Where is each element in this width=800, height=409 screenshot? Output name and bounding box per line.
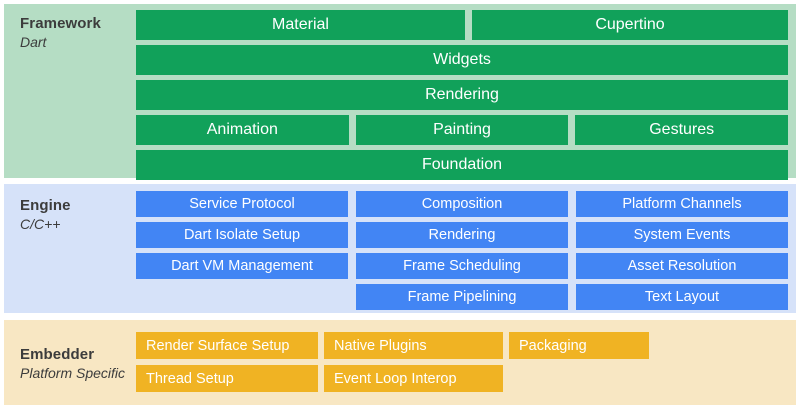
framework-row: Rendering [136,80,788,110]
engine-subtitle: C/C++ [20,216,61,232]
embedder-box-packaging[interactable]: Packaging [509,332,649,359]
engine-row: Dart Isolate Setup Rendering System Even… [136,222,788,248]
layer-engine: Engine C/C++ Service Protocol Compositio… [4,184,796,313]
engine-rows: Service Protocol Composition Platform Ch… [136,191,788,315]
framework-box-widgets[interactable]: Widgets [136,45,788,75]
embedder-row: Render Surface Setup Native Plugins Pack… [136,332,788,359]
engine-box-text-layout[interactable]: Text Layout [576,284,788,310]
framework-box-foundation[interactable]: Foundation [136,150,788,180]
engine-empty-cell [136,284,348,310]
framework-row: Material Cupertino [136,10,788,40]
box-gap [568,191,576,217]
embedder-box-event-loop-interop[interactable]: Event Loop Interop [324,365,503,392]
embedder-row: Thread Setup Event Loop Interop [136,365,788,392]
box-gap [348,284,356,310]
engine-row: Frame Pipelining Text Layout [136,284,788,310]
framework-box-material[interactable]: Material [136,10,465,40]
layer-framework: Framework Dart Material Cupertino Widget… [4,4,796,180]
engine-title: Engine [20,197,71,214]
framework-row: Foundation [136,150,788,180]
embedder-box-native-plugins[interactable]: Native Plugins [324,332,503,359]
box-gap [568,222,576,248]
framework-subtitle: Dart [20,34,47,50]
engine-box-rendering[interactable]: Rendering [356,222,568,248]
embedder-box-thread-setup[interactable]: Thread Setup [136,365,318,392]
engine-box-service-protocol[interactable]: Service Protocol [136,191,348,217]
box-gap [568,115,575,145]
embedder-subtitle: Platform Specific [20,365,126,381]
embedder-caption: Embedder Platform Specific [20,345,138,383]
framework-box-gestures[interactable]: Gestures [575,115,789,145]
embedder-box-render-surface-setup[interactable]: Render Surface Setup [136,332,318,359]
framework-box-painting[interactable]: Painting [355,115,569,145]
box-gap [348,253,356,279]
engine-box-system-events[interactable]: System Events [576,222,788,248]
framework-title: Framework [20,15,101,32]
box-gap [349,115,356,145]
engine-box-frame-scheduling[interactable]: Frame Scheduling [356,253,568,279]
engine-caption: Engine C/C++ [20,196,138,234]
box-gap [348,222,356,248]
embedder-rows: Render Surface Setup Native Plugins Pack… [136,332,788,398]
framework-rows: Material Cupertino Widgets Rendering Ani… [136,10,789,185]
engine-box-asset-resolution[interactable]: Asset Resolution [576,253,788,279]
engine-row: Dart VM Management Frame Scheduling Asse… [136,253,788,279]
engine-box-dart-isolate-setup[interactable]: Dart Isolate Setup [136,222,348,248]
framework-box-animation[interactable]: Animation [136,115,349,145]
engine-row: Service Protocol Composition Platform Ch… [136,191,788,217]
engine-box-dart-vm-management[interactable]: Dart VM Management [136,253,348,279]
framework-caption: Framework Dart [20,14,138,52]
box-gap [568,253,576,279]
framework-box-cupertino[interactable]: Cupertino [472,10,788,40]
box-gap [465,10,472,40]
engine-box-composition[interactable]: Composition [356,191,568,217]
framework-row: Widgets [136,45,788,75]
embedder-title: Embedder [20,346,95,363]
engine-box-frame-pipelining[interactable]: Frame Pipelining [356,284,568,310]
box-gap [568,284,576,310]
engine-box-platform-channels[interactable]: Platform Channels [576,191,788,217]
framework-box-rendering[interactable]: Rendering [136,80,788,110]
framework-row: Animation Painting Gestures [136,115,789,145]
layer-embedder: Embedder Platform Specific Render Surfac… [4,320,796,405]
box-gap [348,191,356,217]
